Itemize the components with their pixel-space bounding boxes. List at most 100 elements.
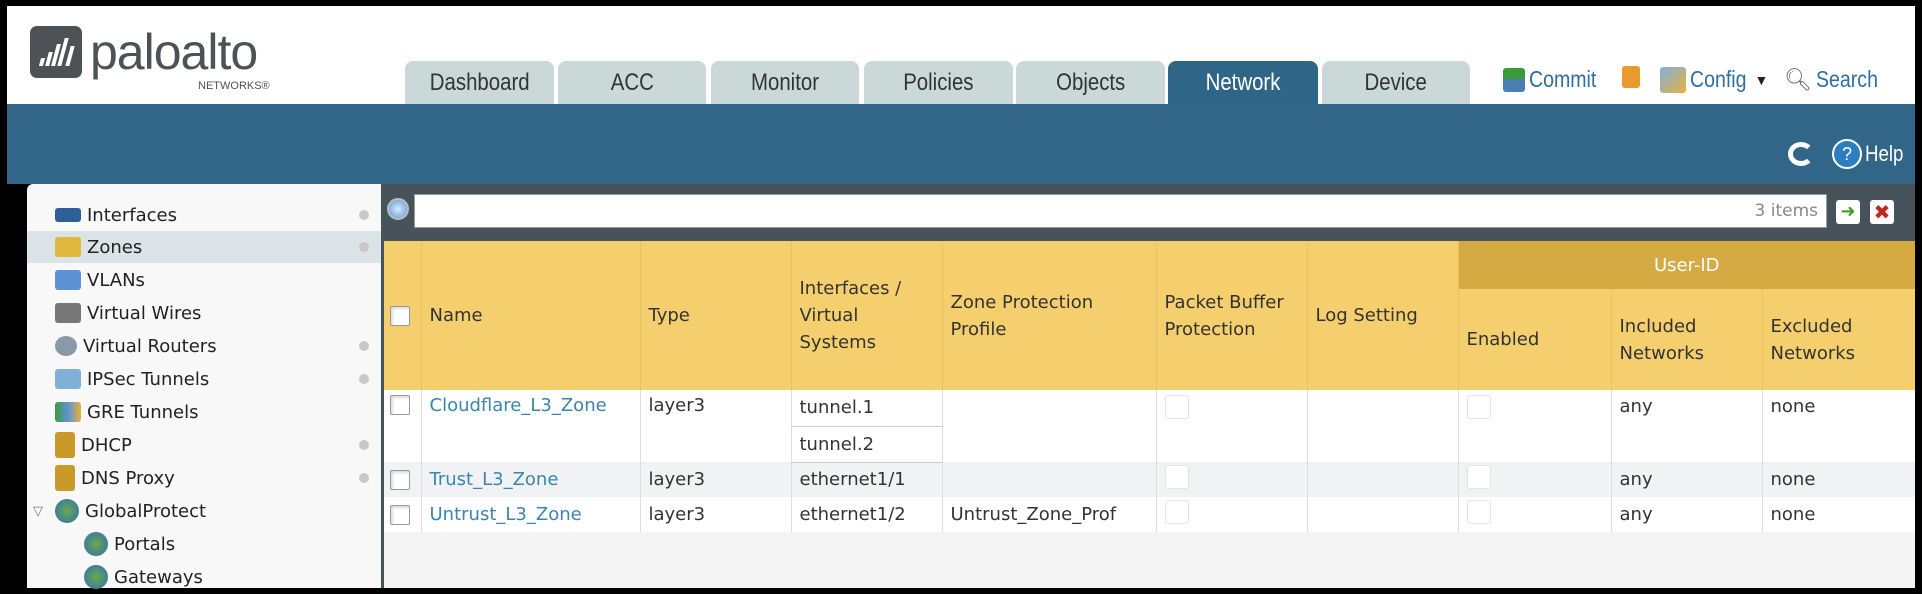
search-button[interactable]: 🔍︎ Search (1784, 66, 1878, 92)
tab-acc[interactable]: ACC (558, 61, 706, 104)
zones-table: Name Type Interfaces / Virtual Systems Z… (384, 241, 1915, 532)
header-enabled[interactable]: Enabled (1457, 289, 1611, 390)
lock-button[interactable] (1622, 66, 1640, 88)
header-excluded-networks[interactable]: Excluded Networks (1761, 289, 1915, 390)
paloalto-logo: paloalto NETWORKS® (30, 24, 270, 92)
zone-type: layer3 (639, 497, 791, 532)
interfaces-icon (55, 208, 81, 222)
tab-network[interactable]: Network (1168, 61, 1318, 104)
zone-name-link[interactable]: Cloudflare_L3_Zone (429, 395, 607, 416)
collapse-triangle-icon: ▽ (33, 503, 43, 519)
included-networks-cell: any (1610, 390, 1762, 462)
virtual-wires-icon (55, 303, 81, 323)
sidebar-item-gateways[interactable]: Gateways (27, 561, 381, 593)
globalprotect-icon (55, 499, 79, 523)
help-button[interactable]: ? Help (1832, 139, 1910, 169)
lock-icon (1622, 66, 1640, 88)
tab-dashboard[interactable]: Dashboard (405, 61, 554, 104)
header-user-id-group: User-ID (1457, 241, 1915, 289)
portals-icon (84, 532, 108, 556)
gateways-icon (84, 565, 108, 589)
zone-protection-cell: Untrust_Zone_Prof (941, 497, 1156, 532)
commit-icon (1503, 67, 1525, 92)
logo-wordmark: paloalto (90, 24, 258, 80)
dns-icon (55, 465, 75, 491)
select-all-checkbox[interactable] (390, 306, 410, 326)
vlans-icon (55, 270, 81, 290)
header-packet-buffer-protection[interactable]: Packet Buffer Protection (1155, 241, 1307, 390)
header-log-setting[interactable]: Log Setting (1306, 241, 1458, 390)
zone-name-link[interactable]: Untrust_L3_Zone (429, 504, 582, 525)
zones-icon (55, 237, 81, 257)
sidebar-item-portals[interactable]: Portals (27, 528, 381, 560)
sidebar-item-virtual-routers[interactable]: Virtual Routers (27, 330, 381, 362)
ipsec-icon (55, 369, 81, 389)
tab-monitor[interactable]: Monitor (711, 61, 859, 104)
header-included-networks[interactable]: Included Networks (1610, 289, 1762, 390)
packet-buffer-checkbox (1164, 500, 1189, 524)
item-count: 3 items (1754, 201, 1818, 221)
log-setting-cell (1306, 462, 1458, 497)
included-networks-cell: any (1610, 497, 1762, 532)
packet-buffer-checkbox (1164, 465, 1189, 489)
help-icon: ? (1832, 139, 1862, 169)
commit-button[interactable]: Commit (1503, 66, 1608, 93)
header-zone-protection-profile[interactable]: Zone Protection Profile (941, 241, 1156, 390)
caret-down-icon: ▼ (1754, 71, 1769, 88)
sidebar-item-virtual-wires[interactable]: Virtual Wires (27, 297, 381, 329)
row-checkbox[interactable] (390, 470, 410, 490)
sidebar-item-interfaces[interactable]: Interfaces (27, 199, 381, 231)
zone-type: layer3 (639, 390, 791, 462)
zone-protection-cell (941, 390, 1156, 462)
sidebar: Interfaces Zones VLANs Virtual Wires Vir… (27, 184, 381, 589)
sidebar-item-zones[interactable]: Zones (27, 231, 381, 263)
user-id-enabled-checkbox (1466, 500, 1491, 524)
table-row[interactable]: Untrust_L3_Zone layer3 ethernet1/2 Untru… (384, 497, 1915, 532)
tab-device[interactable]: Device (1322, 61, 1470, 104)
refresh-icon[interactable] (1788, 142, 1814, 166)
logo-subtitle: NETWORKS® (198, 80, 270, 92)
sidebar-item-gre-tunnels[interactable]: GRE Tunnels (27, 396, 381, 428)
gre-icon (55, 402, 81, 422)
row-checkbox[interactable] (390, 505, 410, 525)
excluded-networks-cell: none (1761, 462, 1915, 497)
filter-search-icon (387, 198, 409, 220)
clear-filter-icon[interactable]: ✖ (1870, 200, 1894, 224)
excluded-networks-cell: none (1761, 497, 1915, 532)
included-networks-cell: any (1610, 462, 1762, 497)
interface-cell: tunnel.1 (790, 390, 942, 427)
user-id-enabled-checkbox (1466, 465, 1491, 489)
table-row[interactable]: Cloudflare_L3_Zone layer3 tunnel.1 any n… (384, 390, 1915, 462)
sidebar-item-ipsec-tunnels[interactable]: IPSec Tunnels (27, 363, 381, 395)
header-interfaces[interactable]: Interfaces / Virtual Systems (790, 241, 942, 390)
excluded-networks-cell: none (1761, 390, 1915, 462)
zone-name-link[interactable]: Trust_L3_Zone (429, 469, 559, 490)
log-setting-cell (1306, 497, 1458, 532)
interface-cell: tunnel.2 (790, 426, 942, 463)
zone-protection-cell (941, 462, 1156, 497)
zone-type: layer3 (639, 462, 791, 497)
tab-policies[interactable]: Policies (864, 61, 1013, 104)
apply-filter-icon[interactable]: ➜ (1836, 200, 1860, 224)
table-row[interactable]: Trust_L3_Zone layer3 ethernet1/1 any non… (384, 462, 1915, 497)
router-icon (55, 336, 77, 356)
sidebar-item-vlans[interactable]: VLANs (27, 264, 381, 296)
sidebar-item-dhcp[interactable]: DHCP (27, 429, 381, 461)
packet-buffer-checkbox (1164, 395, 1189, 419)
header-type[interactable]: Type (639, 241, 791, 390)
row-checkbox[interactable] (390, 395, 410, 415)
header-name[interactable]: Name (420, 241, 640, 390)
user-id-enabled-checkbox (1466, 395, 1491, 419)
config-menu[interactable]: Config▼ (1660, 66, 1768, 93)
dhcp-icon (55, 432, 75, 458)
interface-cell: ethernet1/1 (790, 462, 942, 497)
logo-mark-icon (30, 26, 82, 78)
log-setting-cell (1306, 390, 1458, 462)
sidebar-item-globalprotect[interactable]: ▽GlobalProtect (33, 499, 207, 523)
sidebar-item-dns-proxy[interactable]: DNS Proxy (27, 462, 381, 494)
filter-input[interactable]: 3 items (414, 194, 1827, 228)
tab-objects[interactable]: Objects (1016, 61, 1165, 104)
network-toolbar-band (7, 104, 1915, 184)
interface-cell: ethernet1/2 (790, 497, 942, 532)
search-icon: 🔍︎ (1784, 66, 1812, 92)
